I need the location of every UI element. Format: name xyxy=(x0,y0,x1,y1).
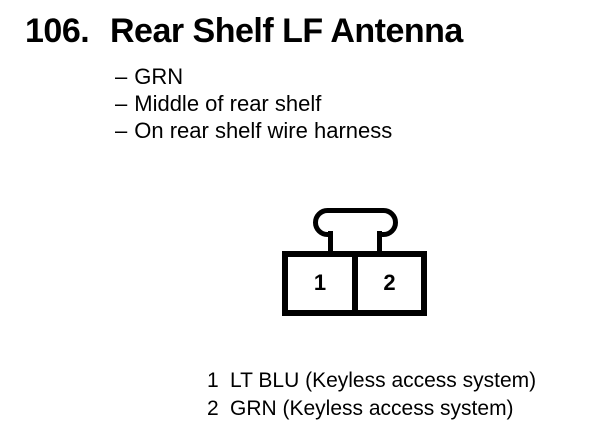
latch-opening xyxy=(333,229,377,244)
dash-bullet: – xyxy=(115,91,128,116)
legend-row-pin-1: 1 LT BLU (Keyless access system) xyxy=(207,367,536,395)
dash-bullet: – xyxy=(115,64,128,89)
legend-pin-description: GRN (Keyless access system) xyxy=(230,397,514,420)
legend-pin-description: LT BLU (Keyless access system) xyxy=(230,369,537,392)
note-location: – Middle of rear shelf xyxy=(115,90,392,117)
notes-list: – GRN – Middle of rear shelf – On rear s… xyxy=(115,63,392,144)
note-harness: – On rear shelf wire harness xyxy=(115,117,392,144)
connector-pin-1: 1 xyxy=(313,270,327,295)
note-text: Middle of rear shelf xyxy=(134,91,322,116)
legend-pin-number: 1 xyxy=(207,369,219,392)
note-text: GRN xyxy=(134,64,184,89)
note-wire-color: – GRN xyxy=(115,63,392,90)
section-heading: 106. Rear Shelf LF Antenna xyxy=(25,12,463,50)
item-number: 106. xyxy=(25,12,90,50)
dash-bullet: – xyxy=(115,118,128,143)
pin-legend: 1 LT BLU (Keyless access system) 2 GRN (… xyxy=(207,367,536,423)
page-title: Rear Shelf LF Antenna xyxy=(110,12,463,50)
connector-diagram: 1 2 xyxy=(275,200,435,325)
connector-outline-drawing xyxy=(282,208,427,316)
note-text: On rear shelf wire harness xyxy=(134,118,393,143)
legend-row-pin-2: 2 GRN (Keyless access system) xyxy=(207,395,536,423)
connector-pin-2: 2 xyxy=(383,270,396,295)
legend-pin-number: 2 xyxy=(207,397,219,420)
